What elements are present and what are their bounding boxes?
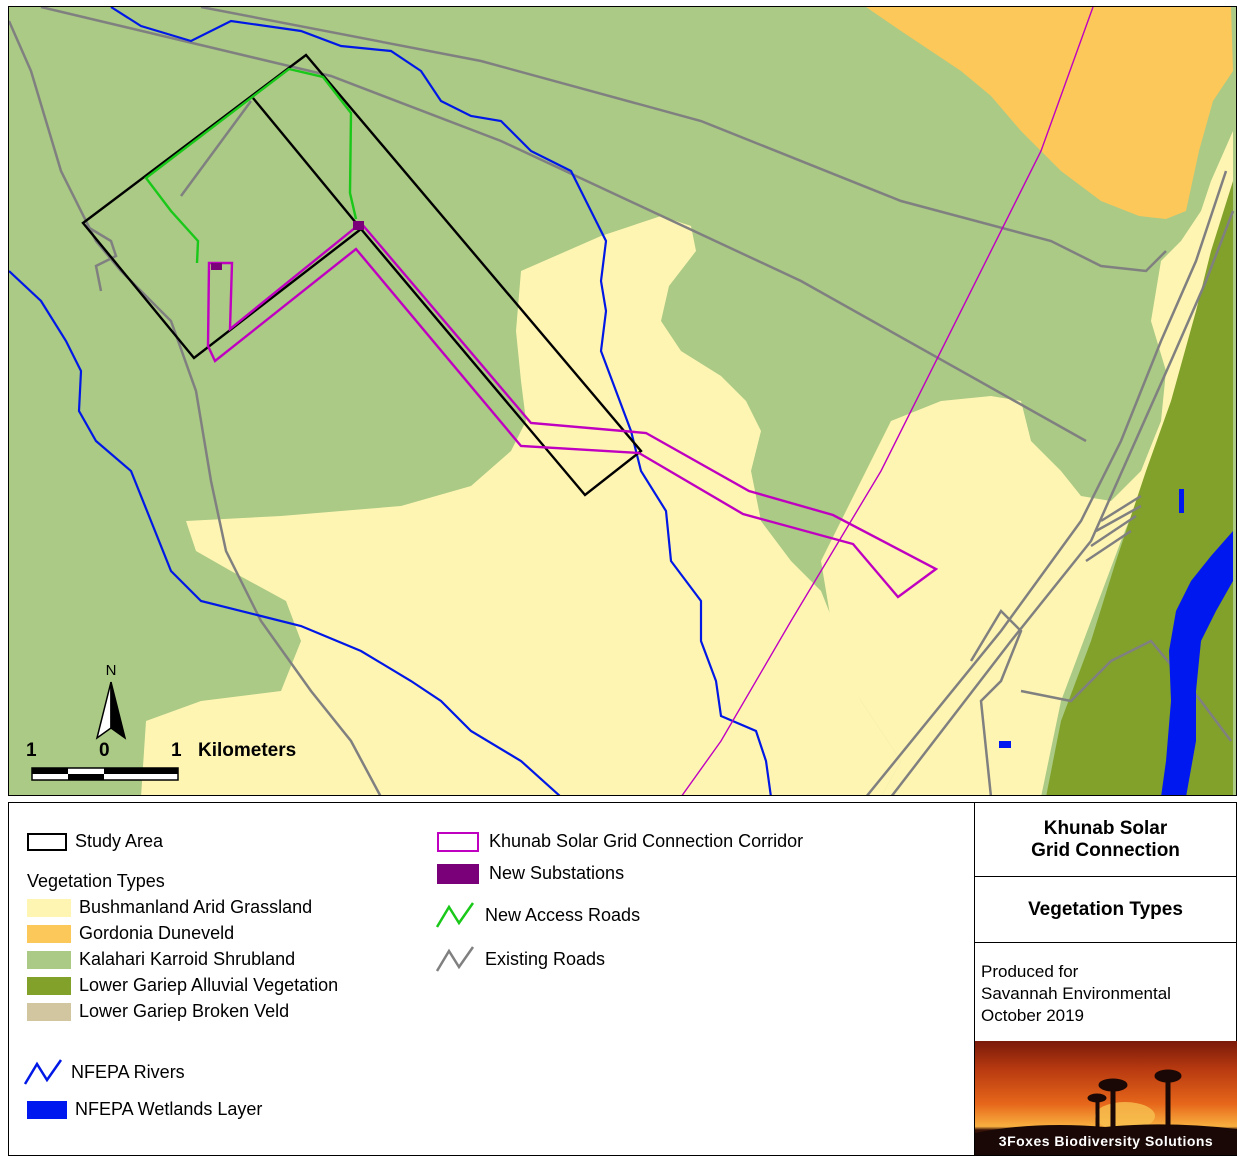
study-area-boundary: [81, 53, 643, 497]
legend-veg-gordonia: Gordonia Duneveld: [27, 923, 234, 944]
existing-road-n14-parallel: [890, 210, 1235, 795]
legend-veg-kalahari: Kalahari Karroid Shrubland: [27, 949, 295, 970]
nfepa-rivers-layer: [9, 7, 772, 795]
map-subtitle: Vegetation Types: [975, 877, 1236, 943]
veg-label-0: Bushmanland Arid Grassland: [79, 897, 313, 917]
produced-line-3: October 2019: [981, 1006, 1085, 1025]
scale-unit: Kilometers: [198, 740, 297, 761]
legend-corridor: Khunab Solar Grid Connection Corridor: [437, 831, 803, 852]
corridor-swatch: [437, 831, 479, 852]
existing-road-line-icon: [435, 946, 475, 972]
bushmanland-grassland-area-center: [141, 216, 901, 795]
legend-corridor-label: Khunab Solar Grid Connection Corridor: [489, 831, 804, 851]
kalahari-swatch: [27, 950, 71, 969]
scale-label-mid: 0: [99, 740, 110, 761]
scale-bar: 1 0 1 Kilometers: [9, 737, 329, 795]
legend-panel: Study Area Vegetation Types Bushmanland …: [8, 802, 975, 1156]
legend-existing-roads: Existing Roads: [433, 945, 605, 973]
existing-road-south-east: [1020, 639, 1232, 742]
legend-veg-bushmanland: Bushmanland Arid Grassland: [27, 897, 312, 918]
existing-road-spur: [85, 224, 118, 292]
study-area-swatch: [27, 832, 67, 851]
map-subtitle-text: Vegetation Types: [1028, 898, 1183, 920]
logo-text: 3Foxes Biodiversity Solutions: [998, 1133, 1214, 1149]
existing-road-west: [9, 20, 382, 795]
river-line-icon: [23, 1059, 63, 1085]
new-access-road: [144, 67, 358, 264]
map-title-line2: Grid Connection: [1031, 839, 1180, 861]
legend-substations-label: New Substations: [489, 863, 625, 883]
broken-veld-swatch: [27, 1002, 71, 1021]
map-frame[interactable]: N 1 0 1 Kilometers: [8, 6, 1237, 796]
existing-road-ticks: [1085, 494, 1142, 563]
legend-access-roads: New Access Roads: [433, 901, 640, 929]
legend-rivers-label: NFEPA Rivers: [71, 1061, 185, 1082]
legend-wetlands: NFEPA Wetlands Layer: [27, 1099, 262, 1120]
grid-connection-corridor: [206, 221, 939, 599]
bushmanland-swatch: [27, 898, 71, 917]
produced-for: Produced for Savannah Environmental Octo…: [981, 961, 1171, 1027]
existing-road-upper: [200, 7, 1167, 273]
company-logo: 3Foxes Biodiversity Solutions: [975, 1041, 1237, 1155]
legend-substations: New Substations: [437, 863, 624, 884]
legend-study-area: Study Area: [27, 831, 163, 852]
vegetation-heading-label: Vegetation Types: [27, 871, 165, 891]
north-arrow: N: [91, 662, 131, 742]
produced-line-2: Savannah Environmental: [981, 984, 1171, 1003]
legend-veg-broken-veld: Lower Gariep Broken Veld: [27, 1001, 289, 1022]
legend-veg-alluvial: Lower Gariep Alluvial Vegetation: [27, 975, 338, 996]
new-substation-east: [353, 221, 364, 230]
map-canvas: [9, 7, 1236, 795]
veg-label-4: Lower Gariep Broken Veld: [79, 1001, 290, 1021]
wetland-small-2: [999, 741, 1011, 748]
gordonia-duneveld-area: [866, 7, 1233, 219]
existing-road-town: [969, 608, 1023, 795]
existing-road-track: [179, 100, 253, 197]
wetland-small-1: [1179, 489, 1184, 513]
title-panel: Khunab Solar Grid Connection Vegetation …: [975, 802, 1237, 1156]
wetland-gariep: [1161, 531, 1233, 795]
existing-road-diagonal-main: [40, 7, 1087, 443]
gordonia-swatch: [27, 924, 71, 943]
alluvial-swatch: [27, 976, 71, 995]
wetland-swatch: [27, 1100, 67, 1119]
nfepa-river-main: [110, 7, 772, 795]
legend-vegetation-heading: Vegetation Types: [27, 871, 165, 892]
legend-study-area-label: Study Area: [75, 831, 164, 851]
legend-existing-roads-label: Existing Roads: [485, 948, 606, 969]
bushmanland-grassland-area-east: [821, 131, 1233, 795]
study-area-inner-line: [252, 97, 362, 230]
powerline: [681, 7, 1094, 795]
legend-wetlands-label: NFEPA Wetlands Layer: [75, 1099, 263, 1119]
veg-label-2: Kalahari Karroid Shrubland: [79, 949, 296, 969]
north-label: N: [105, 662, 117, 679]
veg-label-1: Gordonia Duneveld: [79, 923, 235, 943]
legend-access-roads-label: New Access Roads: [485, 904, 641, 925]
scale-label-left: 1: [26, 740, 37, 761]
scale-bar-graphic: [31, 767, 179, 781]
map-title: Khunab Solar Grid Connection: [975, 803, 1236, 877]
north-arrow-icon: [95, 681, 127, 740]
produced-line-1: Produced for: [981, 962, 1079, 981]
substation-swatch: [437, 863, 479, 884]
veg-label-3: Lower Gariep Alluvial Vegetation: [79, 975, 339, 995]
map-title-line1: Khunab Solar: [1043, 817, 1168, 839]
new-substation-west: [211, 263, 222, 270]
existing-road-n14: [866, 170, 1228, 795]
existing-roads-layer: [9, 7, 1235, 795]
scale-label-right: 1: [171, 740, 182, 761]
nfepa-wetlands-layer: [999, 489, 1233, 795]
quiver-tree-silhouette-icon: [975, 1069, 1237, 1155]
legend-rivers: NFEPA Rivers: [23, 1058, 185, 1086]
access-road-line-icon: [435, 902, 475, 928]
study-area-layer: [81, 53, 643, 497]
nfepa-river-west: [9, 270, 561, 795]
